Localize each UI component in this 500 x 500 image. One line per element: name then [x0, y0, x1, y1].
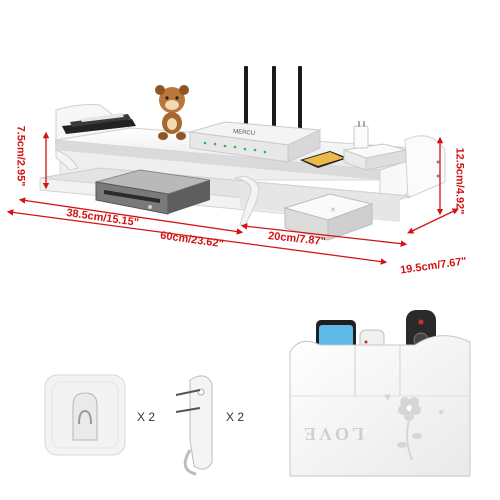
holder-carved-text: LOVE: [301, 424, 364, 444]
dim-right-height: 12.5cm/4.92": [453, 147, 466, 215]
smartphone-on-shelf: [300, 151, 348, 168]
dim-left-height: 7.5cm/2.95": [14, 125, 27, 187]
svg-text:✕: ✕: [330, 207, 336, 214]
router-leds: [203, 141, 267, 154]
dimension-lines: [6, 131, 459, 265]
wall-hook: [175, 375, 213, 476]
svg-text:♥: ♥: [384, 393, 391, 402]
power-strip: [343, 121, 407, 171]
adhesive-hook-quantity: X 2: [137, 410, 156, 424]
remote-controls-on-shelf: [62, 113, 136, 134]
wall-hook-quantity: X 2: [226, 410, 245, 424]
wifi-router: MERCU: [189, 66, 322, 163]
remote-holder: ♥ ♥: [289, 310, 471, 477]
adhesive-hook: [44, 374, 126, 456]
carved-flower: [397, 397, 422, 461]
svg-text:♥: ♥: [438, 409, 444, 417]
router-brand: MERCU: [233, 129, 255, 137]
toy-bear: [155, 85, 189, 140]
